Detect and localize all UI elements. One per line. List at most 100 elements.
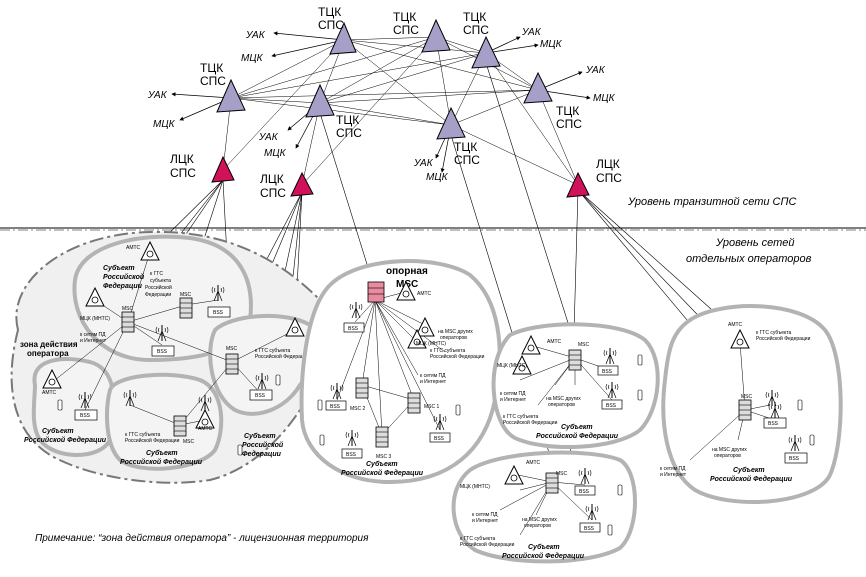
diagram-label: и Интернет bbox=[420, 379, 447, 385]
diagram-label: к сетям ПД bbox=[420, 373, 446, 379]
diagram-label: операторов bbox=[548, 402, 575, 408]
msc-server-icon bbox=[121, 311, 135, 333]
diagram-label: на MSC других bbox=[546, 396, 581, 402]
diagram-label: BSS bbox=[789, 456, 800, 462]
bss-box bbox=[597, 365, 619, 376]
left-cluster-nodes: АМТС MSC MSC MSC MSC BSS BSS BSS BSS АМТ… bbox=[42, 241, 305, 456]
diagram-label: МЦК (МНТС) bbox=[80, 316, 110, 322]
diagram-label: Федерации bbox=[242, 450, 282, 458]
diagram-label: УАК bbox=[585, 65, 606, 76]
diagram-label: СПС bbox=[170, 166, 196, 180]
diagram-label: Субъект bbox=[42, 427, 74, 435]
right-cluster-nodes: MSC АМТС BSS BSS bbox=[728, 322, 815, 464]
diagram-label: и Интернет bbox=[472, 518, 499, 524]
diagram-label: МЦК (МНТС) bbox=[460, 484, 490, 490]
diagram-label: ЛЦК bbox=[170, 152, 194, 166]
diagram-label: АМТС bbox=[547, 339, 562, 345]
mobile-phone-icon bbox=[317, 399, 323, 411]
msc-server-icon bbox=[355, 377, 369, 399]
diagram-label: к ГТС субъекта bbox=[756, 330, 791, 336]
diagram-label: СПС bbox=[596, 171, 622, 185]
diagram-label: опорная bbox=[386, 266, 428, 277]
diagram-label: СПС bbox=[336, 126, 362, 140]
diagram-label: Российской bbox=[103, 273, 145, 281]
diagram-label: Субъект bbox=[366, 460, 398, 468]
diagram-label: к ГТС субъекта bbox=[460, 536, 495, 542]
support-msc-icon bbox=[367, 281, 385, 303]
diagram-label: MSC bbox=[183, 439, 195, 445]
diagram-label: ТЦК bbox=[393, 10, 416, 24]
bss-box bbox=[325, 400, 347, 411]
diagram-label: MSC bbox=[556, 471, 568, 477]
tck-node-1: ТЦК СПС bbox=[318, 5, 357, 55]
diagram-label: оператора bbox=[27, 349, 69, 358]
diagram-label: СПС bbox=[200, 74, 226, 88]
diagram-label: MSC bbox=[180, 292, 192, 298]
diagram-label: к ГТС субъекта bbox=[430, 348, 465, 354]
diagram-label: BSS bbox=[602, 369, 613, 375]
diagram-label: Субъект bbox=[561, 423, 593, 431]
diagram-label: Субъект bbox=[103, 264, 135, 272]
diagram-label: зона действия bbox=[20, 340, 78, 349]
msc-server-icon bbox=[738, 399, 752, 421]
diagram-label: к ГТС субъекта bbox=[125, 432, 160, 438]
mobile-phone-icon bbox=[319, 434, 325, 446]
operators-level-caption-2: отдельных операторов bbox=[686, 253, 812, 265]
diagram-label: УАК bbox=[258, 132, 279, 143]
diagram-label: BSS bbox=[255, 393, 266, 399]
diagram-label: СПС bbox=[463, 23, 489, 37]
operators-level-caption-1: Уровень сетей bbox=[715, 237, 795, 249]
diagram-label: к ГТС bbox=[150, 271, 163, 277]
diagram-label: Российской Федерации bbox=[24, 436, 107, 444]
diagram-label: АМТС bbox=[728, 322, 743, 328]
bottom-center-nodes: MSC АМТС BSS BSS bbox=[504, 460, 623, 536]
diagram-label: Российской bbox=[145, 284, 172, 291]
diagram-label: BSS bbox=[584, 526, 595, 532]
bss-box bbox=[74, 409, 98, 421]
bss-box bbox=[579, 522, 601, 533]
diagram-label: УАК bbox=[245, 30, 266, 41]
diagram-label: ТЦК bbox=[336, 113, 359, 127]
diagram-label: BSS bbox=[348, 326, 359, 332]
diagram-label: СПС bbox=[556, 117, 582, 131]
diagram-label: Российской Федерации bbox=[710, 475, 793, 483]
diagram-label: МЦК bbox=[540, 39, 563, 50]
diagram-label: МЦК bbox=[593, 93, 616, 104]
tck-node-3: ТЦК СПС bbox=[463, 10, 501, 69]
mobile-phone-icon bbox=[797, 399, 803, 411]
bss-box bbox=[574, 485, 596, 496]
diagram-label: Российской Федерации bbox=[255, 353, 310, 360]
mobile-phone-icon bbox=[617, 484, 623, 496]
msc-server-icon bbox=[225, 353, 239, 375]
diagram-label: Российской Федерации bbox=[503, 419, 558, 426]
diagram-label: Субъект bbox=[733, 466, 765, 474]
diagram-label: Федерации bbox=[103, 282, 143, 290]
diagram-label: Российской Федерации bbox=[341, 469, 424, 477]
diagram-label: и Интернет bbox=[80, 338, 107, 344]
diagram-label: MSC 2 bbox=[350, 406, 366, 412]
diagram-label: СПС bbox=[260, 186, 286, 200]
diagram-label: СПС bbox=[318, 18, 344, 32]
diagram-label: BSS bbox=[434, 436, 445, 442]
diagram-label: на MSC других bbox=[712, 447, 747, 453]
diagram-label: BSS bbox=[80, 413, 91, 419]
diagram-label: BSS bbox=[330, 404, 341, 410]
diagram-label: MSC bbox=[578, 342, 590, 348]
left-cluster-links bbox=[54, 251, 296, 426]
diagram-label: ТЦК bbox=[318, 5, 341, 19]
diagram-label: АМТС bbox=[126, 245, 141, 251]
diagram-label: BSS bbox=[157, 349, 168, 355]
diagram-label: МЦК bbox=[264, 148, 287, 159]
mobile-phone-icon bbox=[637, 389, 643, 401]
diagram-label: к сетям ПД bbox=[660, 466, 686, 472]
left-cluster-labels: Субъект Российской Федерации к ГТС субъе… bbox=[20, 264, 310, 466]
tck-node-5: ТЦК СПС bbox=[305, 83, 362, 140]
middle-right-labels: МЦК (МНТС) к сетям ПД и Интернет на MSC … bbox=[497, 363, 619, 440]
diagram-label: МЦК bbox=[153, 119, 176, 130]
mobile-phone-icon bbox=[809, 434, 815, 446]
diagram-label: СПС bbox=[454, 153, 480, 167]
diagram-label: МЦК bbox=[426, 172, 449, 183]
bss-box bbox=[249, 389, 273, 401]
diagram-label: ЛЦК bbox=[596, 157, 620, 171]
bss-box bbox=[341, 448, 363, 459]
